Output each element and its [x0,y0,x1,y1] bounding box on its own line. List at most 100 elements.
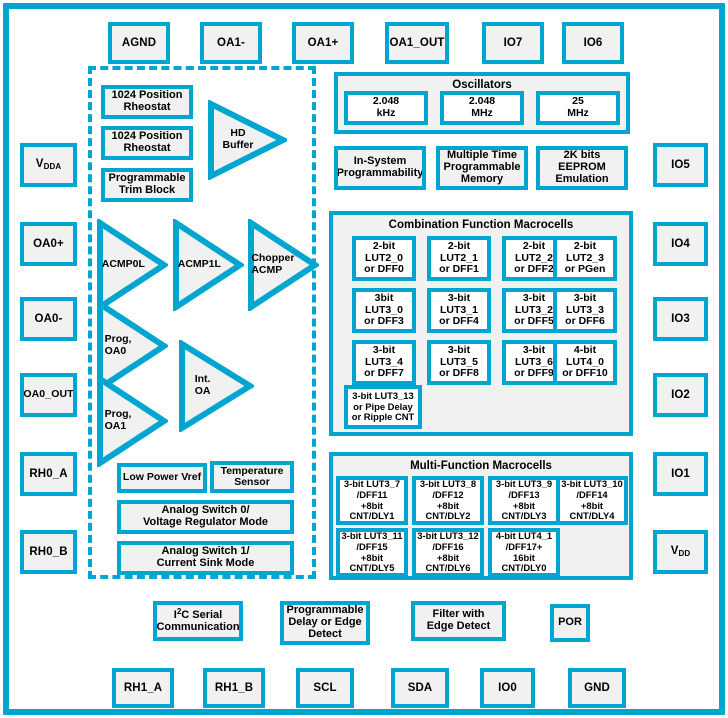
macrocell-lut3-12[interactable]: 3-bit LUT3_12 /DFF16 +8bit CNT/DLY6 [412,528,484,577]
macrocell-lut3-11[interactable]: 3-bit LUT3_11 /DFF15 +8bit CNT/DLY5 [336,528,408,577]
amplifier-chopper-acmp[interactable]: Chopper ACMP [247,219,319,311]
amplifier-hd-buffer[interactable]: HD Buffer [207,100,287,180]
pin-oa0-plus[interactable]: OA0+ [20,222,77,266]
macrocell-label: 3-bit LUT3_8 /DFF12 +8bit CNT/DLY2 [419,478,477,522]
pin-oa0-out[interactable]: OA0_OUT [20,373,77,417]
block-temperature-sensor[interactable]: Temperature Sensor [210,461,294,493]
pin-oa1-minus[interactable]: OA1- [200,22,262,64]
oscillators-title: Oscillators [452,79,512,91]
block-i2c-serial-communication[interactable]: I2C Serial Communication [153,601,243,641]
amplifier-acmp0l[interactable]: ACMP0L [96,219,168,311]
block-mtp-memory[interactable]: Multiple Time Programmable Memory [436,146,528,190]
oscillator-2048mhz[interactable]: 2.048 MHz [440,91,524,125]
macrocell-label: 3-bit LUT3_3 or DFF6 [565,292,605,328]
macrocell-lut2-3[interactable]: 2-bit LUT2_3 or PGen [553,236,617,281]
pin-label: IO0 [498,681,517,694]
macrocell-lut3-10[interactable]: 3-bit LUT3_10 /DFF14 +8bit CNT/DLY4 [556,476,628,525]
macrocell-lut3-9[interactable]: 3-bit LUT3_9 /DFF13 +8bit CNT/DLY3 [488,476,560,525]
block-por[interactable]: POR [550,604,590,642]
pin-sda[interactable]: SDA [391,668,449,708]
macrocell-label: 4-bit LUT4_1 /DFF17+ 16bit CNT/DLY0 [495,530,553,574]
multi-function-macrocells-title: Multi-Function Macrocells [410,460,552,472]
pin-vdda[interactable]: VDDA [20,143,77,187]
macrocell-label: 2-bit LUT2_3 or PGen [564,240,606,276]
pin-oa0-minus[interactable]: OA0- [20,297,77,341]
macrocell-label: 3-bit LUT3_9 /DFF13 +8bit CNT/DLY3 [495,478,553,522]
macrocell-lut3-5[interactable]: 3-bit LUT3_5 or DFF8 [427,340,491,385]
pin-rh1-b[interactable]: RH1_B [203,668,265,708]
outer-frame-border [3,3,725,715]
pin-io3[interactable]: IO3 [653,297,708,341]
block-rheostat-1[interactable]: 1024 Position Rheostat [101,126,193,160]
block-label: 1024 Position Rheostat [111,89,183,113]
macrocell-lut3-3[interactable]: 3-bit LUT3_3 or DFF6 [553,288,617,333]
block-label: 1024 Position Rheostat [111,130,183,154]
pin-label: IO5 [671,158,690,171]
oscillator-2048khz[interactable]: 2.048 kHz [344,91,428,125]
pin-scl[interactable]: SCL [296,668,354,708]
macrocell-lut2-0[interactable]: 2-bit LUT2_0 or DFF0 [352,236,416,281]
pin-label: OA0_OUT [23,388,74,401]
pin-gnd[interactable]: GND [568,668,626,708]
pin-rh1-a[interactable]: RH1_A [112,668,174,708]
pin-io6[interactable]: IO6 [562,22,624,64]
block-label: Low Power Vref [122,471,202,484]
pin-oa1-out[interactable]: OA1_OUT [385,22,449,64]
macrocell-lut3-4[interactable]: 3-bit LUT3_4 or DFF7 [352,340,416,385]
pin-io7[interactable]: IO7 [482,22,544,64]
pin-label: VDD [670,545,691,559]
oscillator-25mhz[interactable]: 25 MHz [536,91,620,125]
pin-io0[interactable]: IO0 [480,668,535,708]
pin-label: OA1+ [307,36,339,49]
pin-label: AGND [121,36,157,49]
block-label: Filter with Edge Detect [426,608,491,632]
macrocell-label: 4-bit LUT4_0 or DFF10 [562,344,608,380]
amplifier-acmp1l[interactable]: ACMP1L [172,219,244,311]
analog-section-dashed-region [88,66,316,579]
pin-agnd[interactable]: AGND [108,22,170,64]
block-low-power-vref[interactable]: Low Power Vref [117,463,207,493]
macrocell-lut3-13[interactable]: 3-bit LUT3_13 or Pipe Delay or Ripple CN… [344,385,422,429]
macrocell-lut4-1[interactable]: 4-bit LUT4_1 /DFF17+ 16bit CNT/DLY0 [488,528,560,577]
macrocell-lut3-7[interactable]: 3-bit LUT3_7 /DFF11 +8bit CNT/DLY1 [336,476,408,525]
amplifier-prog-oa1[interactable]: Prog, OA1 [96,375,168,467]
macrocell-lut3-0[interactable]: 3bit LUT3_0 or DFF3 [352,288,416,333]
pin-rh0-b[interactable]: RH0_B [20,530,77,574]
block-programmable-trim[interactable]: Programmable Trim Block [101,168,193,202]
macrocell-lut3-1[interactable]: 3-bit LUT3_1 or DFF4 [427,288,491,333]
pin-io4[interactable]: IO4 [653,222,708,266]
block-label: Programmable Delay or Edge Detect [286,604,364,640]
block-rheostat-0[interactable]: 1024 Position Rheostat [101,85,193,119]
macrocell-lut2-1[interactable]: 2-bit LUT2_1 or DFF1 [427,236,491,281]
block-label: Programmable Trim Block [108,172,186,196]
pin-label-subscript: DD [678,549,691,559]
block-filter-with-edge-detect[interactable]: Filter with Edge Detect [411,601,506,641]
block-analog-switch-1[interactable]: Analog Switch 1/ Current Sink Mode [117,541,294,575]
pin-label: RH1_A [123,681,163,694]
pin-io1[interactable]: IO1 [653,452,708,496]
macrocell-label: 3-bit LUT3_13 or Pipe Delay or Ripple CN… [351,390,415,423]
pin-rh0-a[interactable]: RH0_A [20,452,77,496]
pin-io2[interactable]: IO2 [653,373,708,417]
macrocell-label: 3-bit LUT3_11 /DFF15 +8bit CNT/DLY5 [341,530,403,574]
pin-vdd[interactable]: VDD [653,530,708,574]
block-eeprom-emulation[interactable]: 2K bits EEPROM Emulation [536,146,628,190]
amplifier-int-oa[interactable]: Int. OA [178,340,254,432]
macrocell-lut3-8[interactable]: 3-bit LUT3_8 /DFF12 +8bit CNT/DLY2 [412,476,484,525]
block-programmable-delay-edge-detect[interactable]: Programmable Delay or Edge Detect [280,601,370,645]
block-label: Analog Switch 0/ Voltage Regulator Mode [142,504,269,528]
block-label: I2C Serial Communication [156,607,240,633]
combination-macrocells-title: Combination Function Macrocells [388,219,574,231]
pin-oa1-plus[interactable]: OA1+ [292,22,354,64]
oscillator-label: 2.048 MHz [468,95,496,119]
macrocell-lut4-0[interactable]: 4-bit LUT4_0 or DFF10 [553,340,617,385]
block-analog-switch-0[interactable]: Analog Switch 0/ Voltage Regulator Mode [117,500,294,534]
macrocell-label: 3-bit LUT3_6 or DFF9 [514,344,554,380]
pin-label: SDA [407,681,433,694]
oscillator-label: 2.048 kHz [372,95,400,119]
block-in-system-programmability[interactable]: In-System Programmability [334,146,426,190]
pin-label: SCL [313,681,337,694]
block-label: Multiple Time Programmable Memory [443,149,521,185]
pin-io5[interactable]: IO5 [653,143,708,187]
